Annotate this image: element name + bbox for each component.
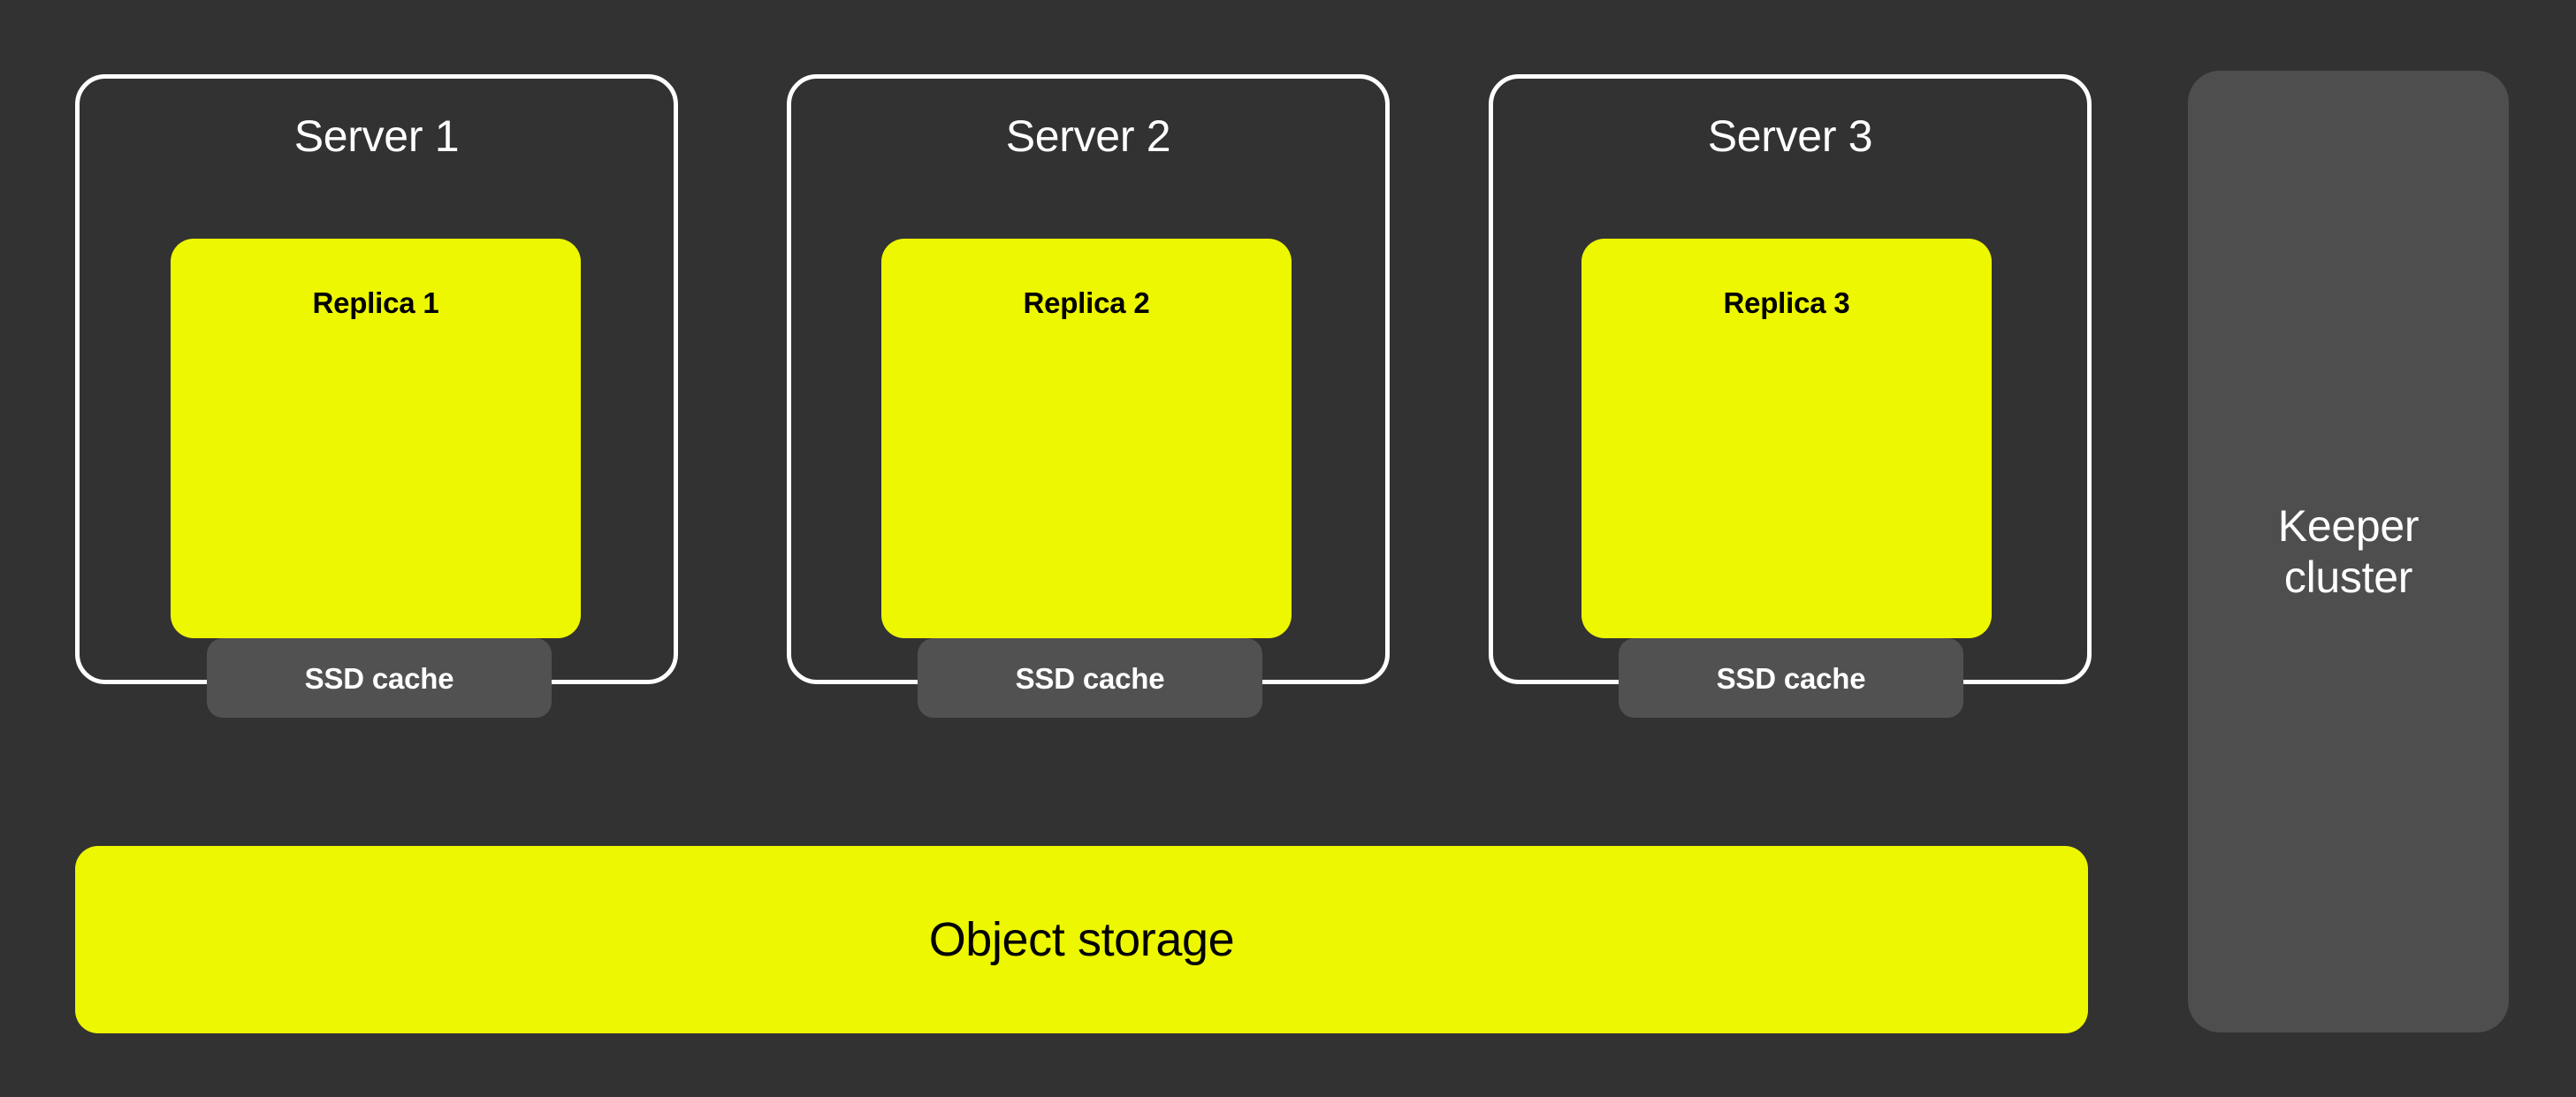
keeper-cluster-label: Keeper cluster — [2277, 501, 2420, 602]
keeper-cluster-box[interactable]: Keeper cluster — [2188, 71, 2509, 1032]
replica-box-3[interactable]: Replica 3 — [1581, 239, 1992, 638]
replica-box-2[interactable]: Replica 2 — [881, 239, 1292, 638]
replica-box-1[interactable]: Replica 1 — [171, 239, 581, 638]
ssd-cache-box-2[interactable]: SSD cache — [918, 638, 1262, 718]
object-storage-label: Object storage — [928, 913, 1235, 966]
ssd-cache-box-3[interactable]: SSD cache — [1619, 638, 1963, 718]
replica-label-3: Replica 3 — [1723, 286, 1850, 319]
ssd-cache-label-2: SSD cache — [1015, 661, 1165, 695]
object-storage-box[interactable]: Object storage — [75, 846, 2088, 1033]
ssd-cache-label-3: SSD cache — [1716, 661, 1866, 695]
server-title-3: Server 3 — [1707, 111, 1873, 161]
ssd-cache-box-1[interactable]: SSD cache — [207, 638, 552, 718]
server-title-2: Server 2 — [1005, 111, 1171, 161]
replica-label-2: Replica 2 — [1023, 286, 1150, 319]
ssd-cache-label-1: SSD cache — [304, 661, 454, 695]
replica-label-1: Replica 1 — [312, 286, 439, 319]
server-title-1: Server 1 — [293, 111, 460, 161]
